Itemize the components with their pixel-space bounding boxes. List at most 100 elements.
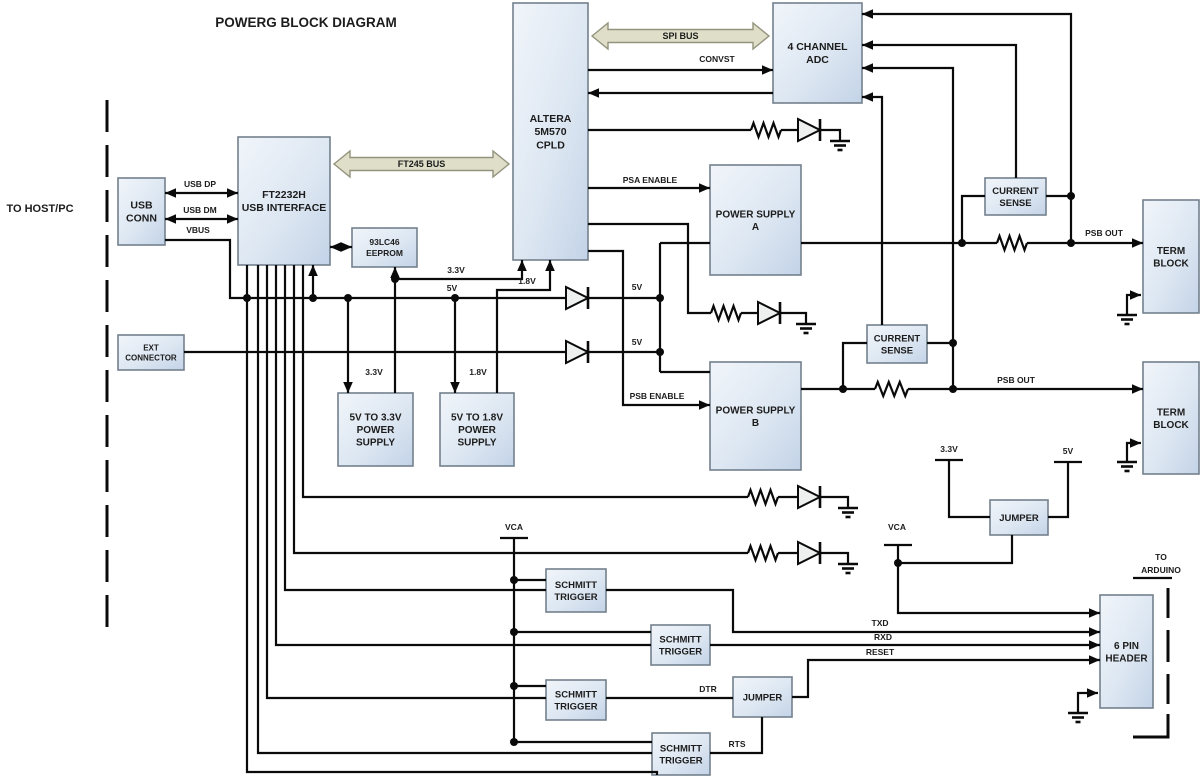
wire-psb-enable: [588, 249, 710, 407]
arrowhead: [227, 214, 238, 224]
wire-adc-in-3: [862, 66, 955, 389]
wire-label-to-host-pc: TO HOST/PC: [6, 203, 73, 215]
junction-dot: [894, 559, 902, 567]
block-label-schmitt-trigger-4-0: SCHMITT: [660, 743, 702, 754]
resistor-1: [749, 119, 783, 141]
block-label-ps-5v-to-18-1: POWER: [458, 425, 497, 436]
block-label-adc-4-channel-0: 4 CHANNEL: [787, 41, 848, 53]
wire-label-psb-out-top: PSB OUT: [1085, 228, 1124, 238]
wire-st4-signal: [256, 265, 652, 755]
wire-label-title: POWERG BLOCK DIAGRAM: [215, 15, 397, 30]
arrowhead: [862, 63, 873, 73]
block-label-ext-connector-0: EXT: [143, 343, 159, 352]
wire-label-v5-jumper: 5V: [1063, 446, 1074, 456]
block-term-block-b: [1142, 361, 1200, 475]
wire-label-convst: CONVST: [699, 54, 735, 64]
resistor-4: [873, 378, 910, 400]
wire-cs-b-left: [841, 341, 867, 389]
block-label-ps-5v-to-33-0: 5V TO 3.3V: [349, 413, 401, 424]
block-label-schmitt-trigger-2-0: SCHMITT: [659, 634, 701, 645]
block-ext-connector: [117, 334, 185, 371]
block-label-usb-conn-0: USB: [130, 200, 153, 212]
wire-label-v33-cpld: 3.3V: [447, 265, 465, 275]
block-label-term-block-a-0: TERM: [1157, 246, 1185, 257]
arrowhead: [588, 88, 599, 98]
block-label-ps-5v-to-33-1: POWER: [357, 425, 396, 436]
block-usb-conn: [117, 177, 166, 246]
arrowhead: [1132, 238, 1143, 248]
arrowhead: [862, 9, 873, 19]
resistor-6: [746, 542, 780, 564]
junction-dot: [839, 385, 847, 393]
block-term-block-a: [1142, 199, 1200, 314]
diode-4: [757, 300, 783, 326]
wire-reset: [792, 658, 1100, 699]
resistor-3: [995, 232, 1029, 254]
block-label-eeprom-93lc46-1: EEPROM: [366, 248, 403, 258]
block-label-adc-4-channel-1: ADC: [806, 54, 829, 66]
block-label-current-sense-a-0: CURRENT: [992, 186, 1039, 197]
block-schmitt-trigger-3: [545, 679, 607, 721]
diode-2: [565, 339, 591, 365]
wire-label-usb-dp: USB DP: [184, 179, 216, 189]
block-schmitt-trigger-1: [545, 568, 607, 613]
arrowhead: [762, 65, 773, 75]
wire-led2-c: [820, 551, 850, 564]
block-label-ft2232h-usb-interface-0: FT2232H: [262, 189, 306, 201]
wire-label-v33-out: 3.3V: [365, 367, 383, 377]
block-label-schmitt-trigger-1-0: SCHMITT: [555, 580, 597, 591]
arrowhead: [545, 260, 555, 271]
arrowhead: [308, 265, 318, 276]
arrowhead: [1089, 608, 1100, 618]
wire-st3-signal: [265, 265, 546, 700]
block-label-term-block-b-0: TERM: [1157, 407, 1185, 418]
resistor-5: [746, 486, 780, 508]
wire-cpld-aux-a: [588, 222, 711, 315]
wire-label-dtr: DTR: [699, 684, 716, 694]
dashed-line-arduino-dash-4: [1133, 714, 1170, 739]
wire-jumper-5v: [1048, 462, 1070, 519]
wire-vbus-to-5v-rail: [165, 238, 566, 300]
arrowhead: [1087, 688, 1098, 698]
junction-dot: [949, 385, 957, 393]
wire-jumper-vca-out: [898, 535, 1014, 565]
junction-dot: [309, 294, 317, 302]
wire-label-rts: RTS: [729, 739, 746, 749]
wire-label-vbus: VBUS: [186, 225, 210, 235]
wire-label-to-arduino-line2: ARDUINO: [1141, 565, 1181, 575]
wire-label-to-arduino-line1: TO: [1155, 552, 1167, 562]
wire-label-v18-out: 1.8V: [469, 367, 487, 377]
block-label-current-sense-b-1: SENSE: [881, 345, 913, 356]
junction-dot: [1067, 192, 1075, 200]
junction-dot: [391, 275, 399, 283]
diode-1: [565, 285, 591, 311]
junction-dot: [451, 294, 459, 302]
block-ps-5v-to-33: [337, 392, 414, 467]
block-label-altera-cpld-1: 5M570: [534, 126, 566, 138]
wire-adc-in-2: [862, 43, 1018, 178]
resistor-2: [709, 302, 743, 324]
wire-cpld-aux-c: [780, 311, 808, 324]
junction-dot: [243, 294, 251, 302]
arrowhead: [862, 40, 873, 50]
block-label-jumper-dtr-0: JUMPER: [743, 692, 783, 703]
junction-dot: [510, 576, 518, 584]
wire-cs-a-left: [960, 194, 985, 243]
wire-led1-c: [820, 495, 850, 508]
block-label-schmitt-trigger-4-1: TRIGGER: [659, 755, 702, 766]
bus-arrow-ft245-bus: [332, 149, 511, 179]
junction-dot: [510, 682, 518, 690]
arrowhead: [1132, 384, 1143, 394]
block-label-power-supply-b-1: B: [752, 418, 759, 429]
block-label-usb-conn-1: CONN: [126, 213, 157, 225]
junction-dot: [656, 348, 664, 356]
wire-vca-right: [896, 545, 1100, 615]
block-label-power-supply-a-1: A: [752, 222, 759, 233]
wire-label-rxd: RXD: [874, 632, 892, 642]
block-eeprom-93lc46: [351, 227, 418, 268]
block-power-supply-a: [709, 164, 802, 276]
junction-dot: [344, 294, 352, 302]
arrowhead: [1130, 438, 1141, 448]
junction-dot: [958, 239, 966, 247]
